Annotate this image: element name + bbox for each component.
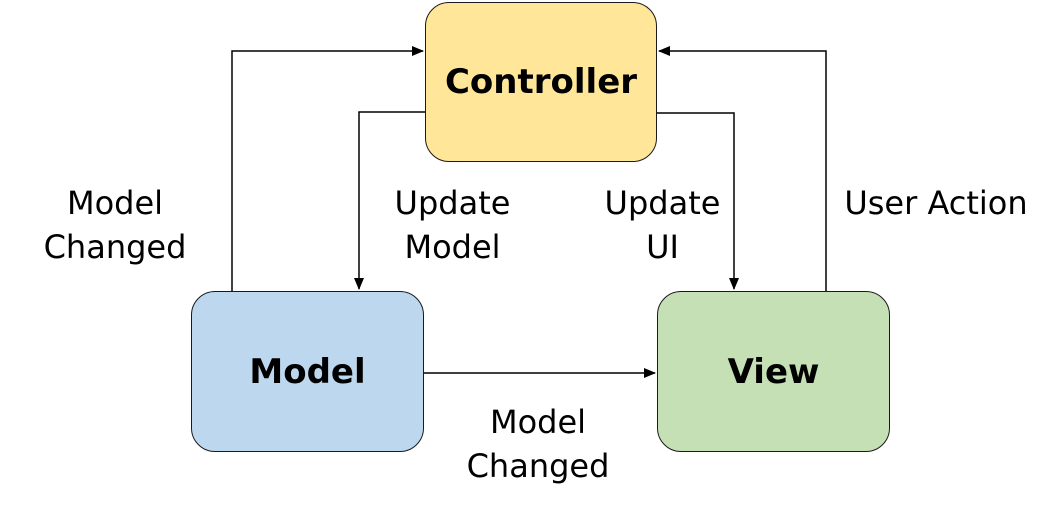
model-node: Model xyxy=(191,291,424,452)
edge-view-to-controller xyxy=(658,46,827,291)
edge-label-line: Changed xyxy=(43,228,187,266)
controller-label: Controller xyxy=(444,62,638,102)
controller-node: Controller xyxy=(425,2,657,162)
view-label: View xyxy=(727,351,820,392)
edge-label-model-changed-left: Model Changed xyxy=(20,181,210,269)
model-label: Model xyxy=(249,351,366,392)
edge-label-line: Changed xyxy=(466,447,610,485)
edge-label-line: User Action xyxy=(844,184,1028,222)
edge-label-line: Model xyxy=(489,403,587,441)
edge-label-line: UI xyxy=(646,228,679,266)
edge-label-line: Model xyxy=(404,228,501,266)
edge-label-update-model: Update Model xyxy=(375,181,530,269)
edge-label-line: Update xyxy=(394,184,511,222)
edge-controller-to-model xyxy=(354,111,425,290)
edge-label-update-ui: Update UI xyxy=(585,181,740,269)
edge-label-line: Update xyxy=(604,184,721,222)
view-node: View xyxy=(657,291,890,452)
edge-label-model-changed-bottom: Model Changed xyxy=(443,400,633,488)
edge-label-line: Model xyxy=(66,184,164,222)
edge-controller-to-view xyxy=(657,112,739,290)
edge-model-to-controller xyxy=(231,46,424,291)
edge-label-user-action: User Action xyxy=(820,181,1052,225)
